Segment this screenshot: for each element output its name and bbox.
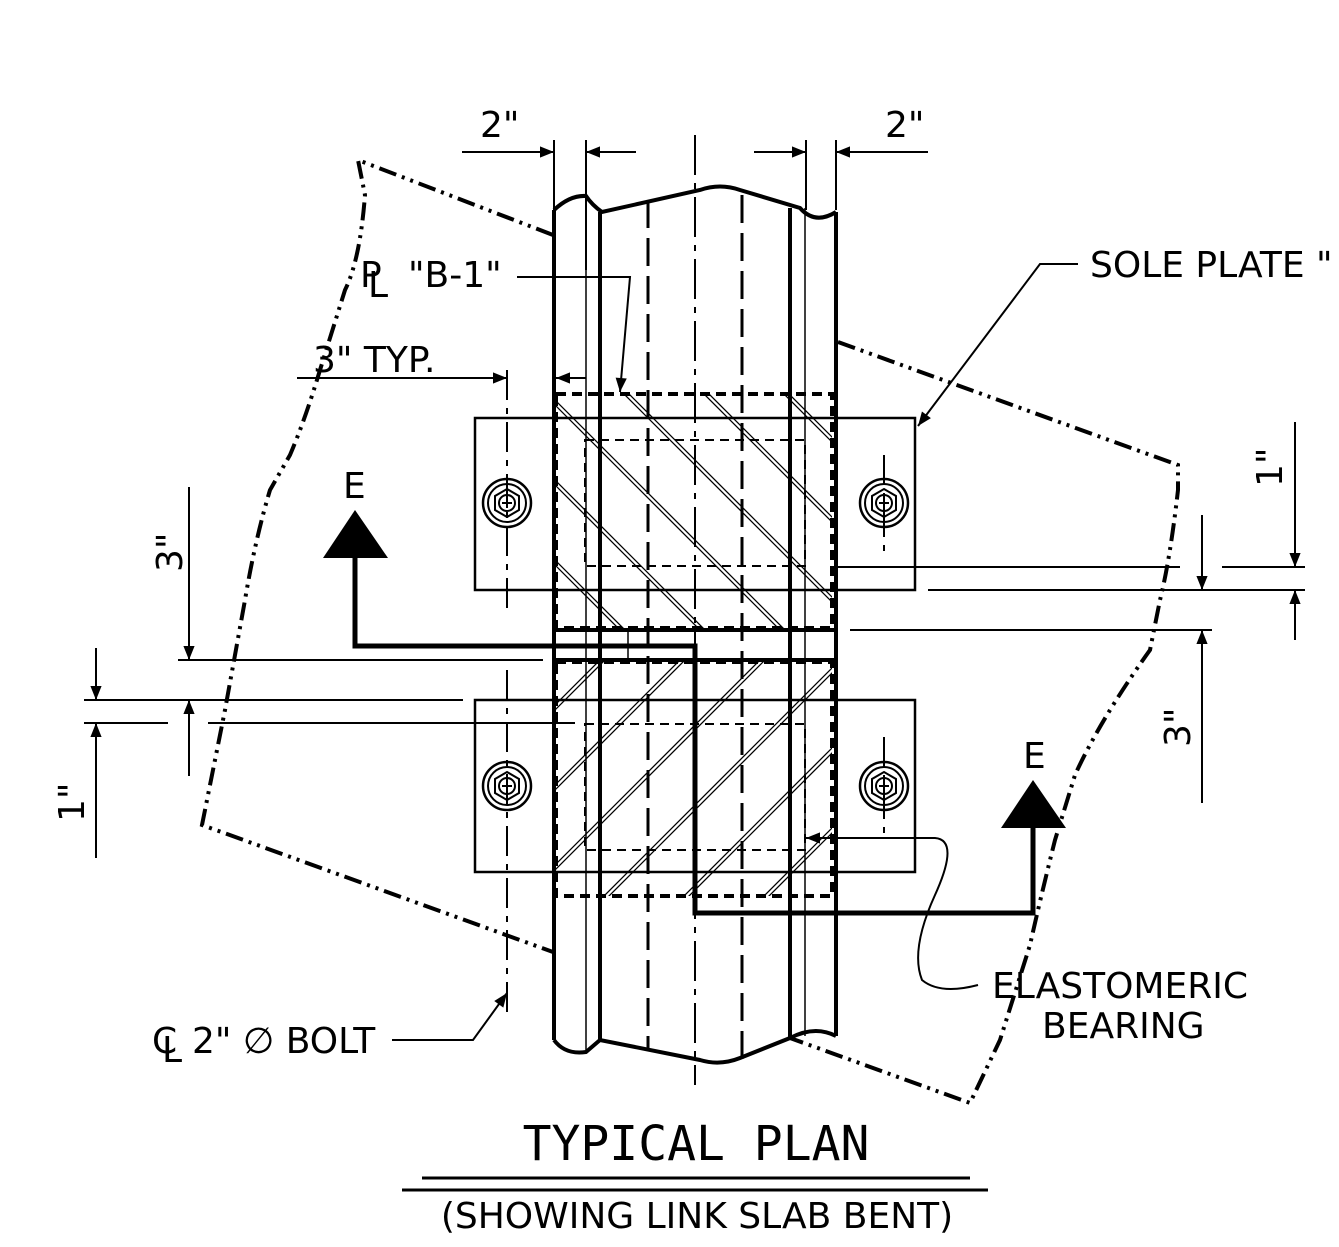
title-underlines <box>402 1176 988 1192</box>
elastomeric-leader <box>806 832 979 990</box>
drawing-subtitle: (SHOWING LINK SLAB BENT) <box>441 1196 953 1237</box>
deck-break-lines <box>199 156 1180 1106</box>
elastomeric-label-line2: BEARING <box>1042 1006 1205 1047</box>
elastomeric-label-line1: ELASTOMERIC <box>992 966 1248 1007</box>
dim-2in-left-label: 2" <box>480 105 519 146</box>
right-dimensions <box>832 422 1305 803</box>
sole-plate-leader <box>917 263 1078 427</box>
dim-2in-right-label: 2" <box>885 105 924 146</box>
typ-3in-label: 3" TYP. <box>313 340 435 381</box>
plate-symbol-l: L <box>368 265 388 306</box>
plate-symbol-p: P <box>360 255 382 296</box>
drawing-title: TYPICAL PLAN <box>523 1116 870 1172</box>
bolt-label: 2" ∅ BOLT <box>192 1021 376 1062</box>
left-dimensions <box>84 487 575 858</box>
sole-plate-label: SOLE PLATE " <box>1090 245 1333 286</box>
section-arrow-left-icon <box>323 510 388 558</box>
bolt-leader <box>392 992 508 1041</box>
bolt-centerlines <box>506 370 885 1020</box>
bolt-icon <box>481 477 910 812</box>
centerline-symbol-l: L <box>162 1030 182 1071</box>
top-dimensions <box>462 140 928 270</box>
centerline-symbol-c: C <box>152 1021 177 1062</box>
plate-b1-leader <box>517 276 632 393</box>
dim-3in-right-label: 3" <box>1158 708 1199 747</box>
section-cut-line <box>352 545 1036 916</box>
section-arrow-right-icon <box>1001 780 1066 828</box>
dim-1in-right-label: 1" <box>1250 448 1291 487</box>
plate-b1-label: "B-1" <box>408 255 502 296</box>
dim-1in-left-label: 1" <box>52 783 93 822</box>
dim-3in-left-label: 3" <box>150 533 191 572</box>
section-e-right-label: E <box>1023 736 1046 777</box>
bearing-hatch-bottom <box>556 660 832 896</box>
section-e-left-label: E <box>343 466 366 507</box>
